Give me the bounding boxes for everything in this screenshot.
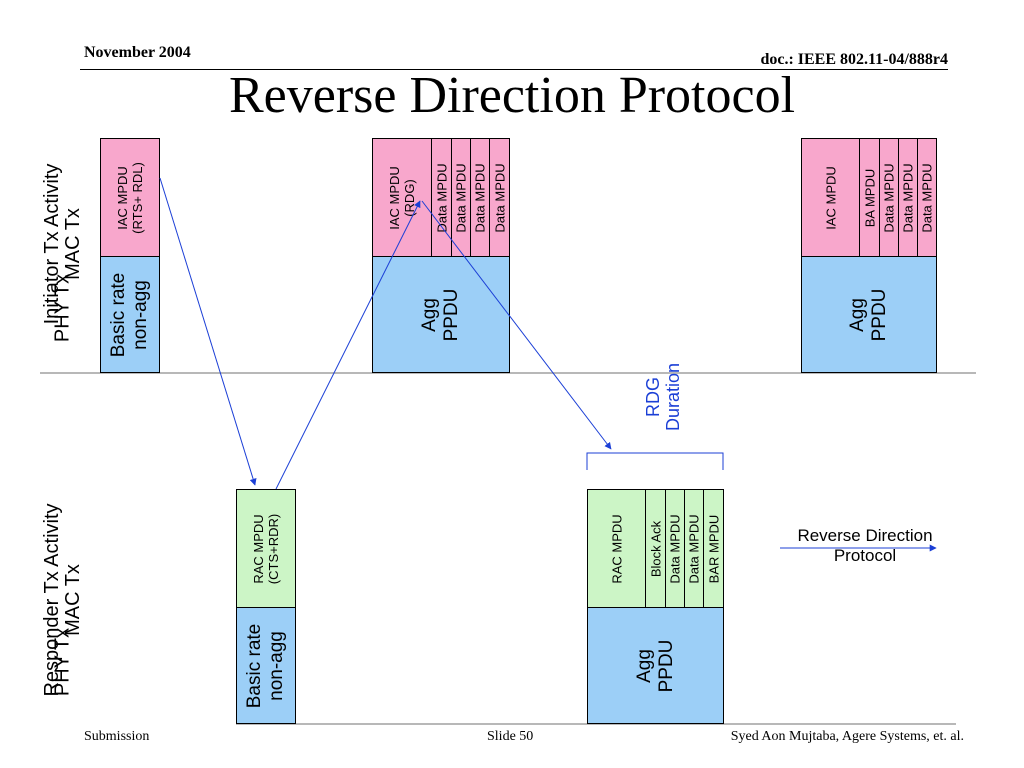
footer-author: Syed Aon Mujtaba, Agere Systems, et. al.: [730, 729, 964, 744]
header-rule: [80, 69, 948, 70]
footer-submission: Submission: [84, 729, 150, 744]
init2-phy-block: Agg PPDU: [372, 256, 510, 373]
initiator-baseline: [40, 372, 976, 374]
legend-label: Reverse Direction Protocol: [770, 526, 960, 566]
header-date: November 2004: [84, 44, 191, 61]
rdg-duration-bracket: [586, 452, 724, 470]
resp2-mac-rac-cell: RAC MPDU: [587, 489, 646, 609]
init3-mac-iac-cell: IAC MPDU: [801, 138, 860, 258]
slide-title: Reverse Direction Protocol: [228, 67, 796, 124]
header-doc-id: doc.: IEEE 802.11-04/888r4: [760, 51, 948, 68]
init3-phy-block: Agg PPDU: [801, 256, 937, 373]
legend-line2: Protocol: [833, 546, 897, 565]
resp1-phy-block: Basic rate non-agg: [236, 607, 296, 724]
init1-phy-block: Basic rate non-agg: [100, 256, 160, 373]
responder-baseline: [236, 723, 956, 725]
legend-line1: Reverse Direction: [797, 526, 933, 545]
arrow-rts-to-cts: [159, 177, 257, 486]
resp2-phy-block: Agg PPDU: [587, 607, 724, 724]
arrow-cts-to-rdg: [275, 200, 421, 490]
arrow-rdg-to-response: [421, 200, 612, 450]
resp1-mac-block: RAC MPDU (CTS+RDR): [236, 489, 296, 609]
footer-slide-number: Slide 50: [487, 729, 534, 744]
